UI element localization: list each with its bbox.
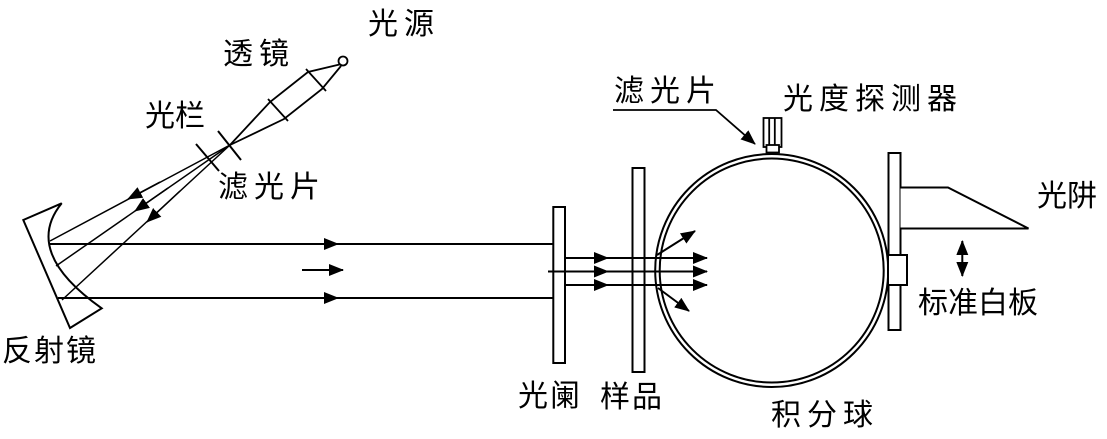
filter-leader-line bbox=[613, 109, 756, 145]
label-aperture-stop: 光阑 bbox=[518, 380, 582, 413]
light-trap-shape bbox=[900, 186, 1029, 230]
label-light-source: 光源 bbox=[368, 8, 440, 41]
label-standard-white-board: 标准白板 bbox=[918, 287, 1038, 320]
rays-to-mirror bbox=[49, 144, 231, 301]
label-small-aperture: 光栏 bbox=[145, 100, 205, 133]
rays-into-sphere bbox=[548, 230, 708, 312]
sphere-port-block bbox=[887, 254, 908, 286]
label-photodetector: 光度探测器 bbox=[783, 83, 963, 116]
lens-assembly bbox=[229, 55, 349, 146]
light-source-dot bbox=[337, 55, 349, 67]
white-board-plate bbox=[887, 152, 902, 331]
label-integrating-sphere: 积分球 bbox=[771, 399, 879, 432]
mirror-shape bbox=[21, 202, 104, 330]
collimated-beams bbox=[50, 238, 553, 304]
label-filter-source-side: 滤光片 bbox=[218, 171, 326, 204]
aperture-stop-plate bbox=[552, 206, 566, 364]
sample-plate bbox=[631, 167, 646, 373]
aperture-filter-ticks bbox=[195, 130, 242, 172]
label-sample: 样品 bbox=[600, 381, 664, 414]
label-light-trap: 光阱 bbox=[1037, 180, 1097, 213]
photodetector-shape bbox=[762, 117, 783, 154]
label-filter-detector-side: 滤光片 bbox=[614, 75, 722, 108]
label-lens: 透镜 bbox=[223, 38, 295, 71]
label-mirror: 反射镜 bbox=[2, 335, 98, 368]
